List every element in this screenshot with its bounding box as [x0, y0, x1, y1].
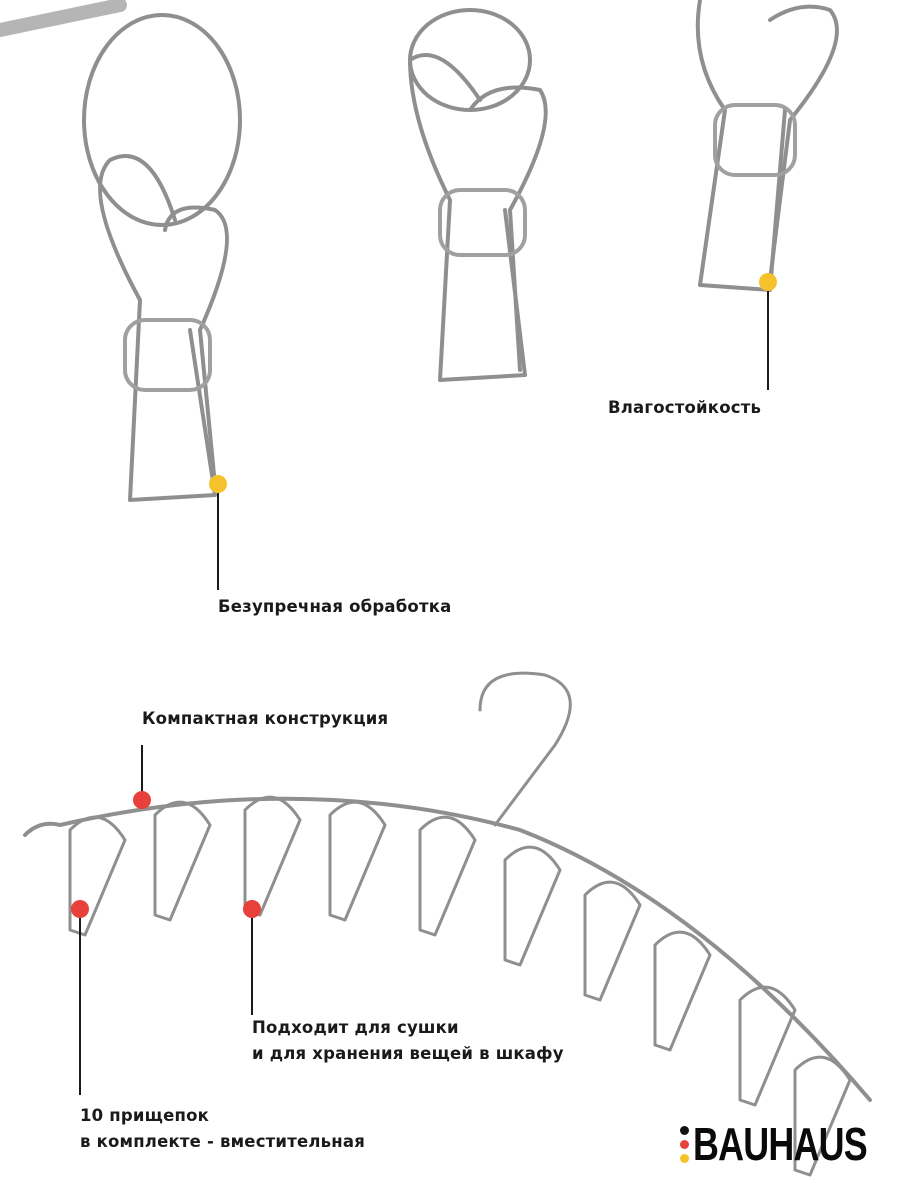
marker-finish	[209, 475, 227, 493]
marker-moisture	[759, 273, 777, 291]
clip-left	[98, 154, 217, 502]
logo-dot-black	[680, 1125, 689, 1135]
hanger-hook	[478, 671, 572, 827]
logo-dot-red	[680, 1139, 689, 1149]
hanger-bar	[23, 796, 872, 1102]
callout-count: 10 прищепок в комплекте - вместительная	[80, 1103, 365, 1155]
callout-usage: Подходит для сушки и для хранения вещей …	[252, 1015, 564, 1067]
callout-moisture: Влагостойкость	[608, 398, 762, 417]
callout-count-line1: 10 прищепок	[80, 1106, 210, 1125]
bauhaus-logo: BAUHAUS	[680, 1120, 899, 1168]
logo-dots	[680, 1125, 689, 1163]
marker-usage	[243, 900, 261, 918]
callout-usage-line1: Подходит для сушки	[252, 1018, 459, 1037]
callout-usage-line2: и для хранения вещей в шкафу	[252, 1044, 564, 1063]
callout-finish: Безупречная обработка	[218, 597, 452, 616]
logo-dot-yellow	[680, 1153, 689, 1163]
callout-count-line2: в комплекте - вместительная	[80, 1132, 365, 1151]
marker-count	[71, 900, 89, 918]
hanger-clips	[68, 795, 852, 1177]
logo-text: BAUHAUS	[693, 1118, 868, 1170]
rod	[0, 0, 127, 37]
marker-compact	[133, 791, 151, 809]
ring	[82, 13, 242, 227]
callout-compact: Компактная конструкция	[142, 709, 389, 728]
